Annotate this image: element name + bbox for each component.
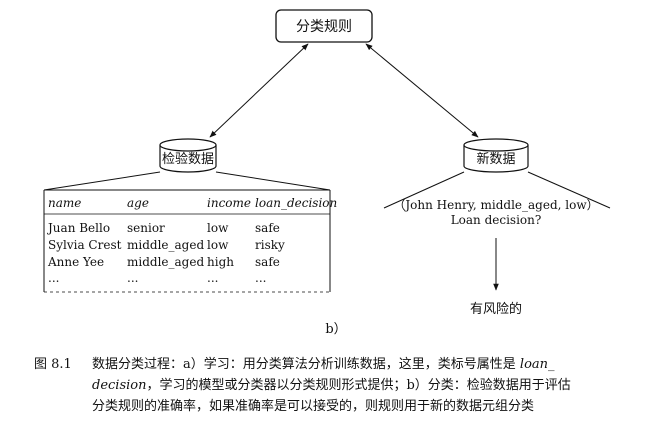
class-label-attribute: loan_: [519, 357, 555, 372]
new-data-database: 新数据: [463, 138, 529, 173]
classification-diagram: 分类规则 检验数据 新数据 name age income loan_decis…: [43, 9, 611, 337]
table-header-age: age: [127, 196, 149, 210]
table-cell: low: [207, 238, 229, 252]
rules-new-data-arrow: [365, 43, 479, 138]
table-cell: safe: [255, 255, 280, 269]
table-cell: Anne Yee: [47, 255, 104, 269]
caption-line-2: decision，学习的模型或分类器以分类规则形式提供；b）分类：检验数据用于评…: [34, 375, 654, 396]
table-header-loan-decision: loan_decision: [255, 196, 337, 210]
new-data-tuple: （John Henry, middle_aged, low） Loan deci…: [383, 171, 611, 227]
new-tuple-values: （John Henry, middle_aged, low）: [393, 198, 598, 212]
caption-line-1: 图 8.1 数据分类过程：a）学习：用分类算法分析训练数据，这里，类标号属性是 l…: [34, 354, 654, 375]
table-cell: senior: [127, 221, 165, 235]
rules-test-data-arrow: [209, 43, 309, 138]
table-cell: ...: [127, 271, 138, 285]
table-cell: Sylvia Crest: [48, 238, 122, 252]
test-data-label: 检验数据: [162, 151, 214, 167]
table-cell: ...: [207, 271, 218, 285]
table-cell: ...: [255, 271, 266, 285]
classification-rules-box: 分类规则: [275, 9, 373, 43]
new-data-label: 新数据: [476, 151, 515, 167]
table-cell: low: [207, 221, 229, 235]
table-cell: high: [207, 255, 234, 269]
caption-line-3: 分类规则的准确率，如果准确率是可以接受的，则规则用于新的数据元组分类: [92, 399, 535, 414]
caption-text-2: ，学习的模型或分类器以分类规则形式提供；b）分类：检验数据用于评估: [146, 378, 571, 393]
caption-text-1: 数据分类过程：a）学习：用分类算法分析训练数据，这里，类标号属性是: [92, 357, 516, 372]
prediction-result-label: 有风险的: [470, 301, 522, 317]
loan-decision-question: Loan decision?: [451, 213, 542, 227]
table-cell: ...: [48, 271, 59, 285]
figure-number: 图 8.1: [34, 357, 72, 372]
table-header-name: name: [48, 196, 81, 210]
subfigure-label: b）: [325, 322, 346, 337]
table-cell: middle_aged: [127, 238, 204, 252]
figure-caption: 图 8.1 数据分类过程：a）学习：用分类算法分析训练数据，这里，类标号属性是 l…: [34, 354, 654, 417]
table-header-income: income: [207, 196, 251, 210]
test-data-database: 检验数据: [159, 138, 217, 173]
table-cell: risky: [255, 238, 285, 252]
classification-rules-label: 分类规则: [296, 19, 352, 35]
table-cell: safe: [255, 221, 280, 235]
test-data-table: name age income loan_decision Juan Bello…: [43, 171, 337, 293]
table-cell: Juan Bello: [46, 221, 110, 235]
table-cell: middle_aged: [127, 255, 204, 269]
class-label-attribute-cont: decision: [92, 378, 147, 393]
